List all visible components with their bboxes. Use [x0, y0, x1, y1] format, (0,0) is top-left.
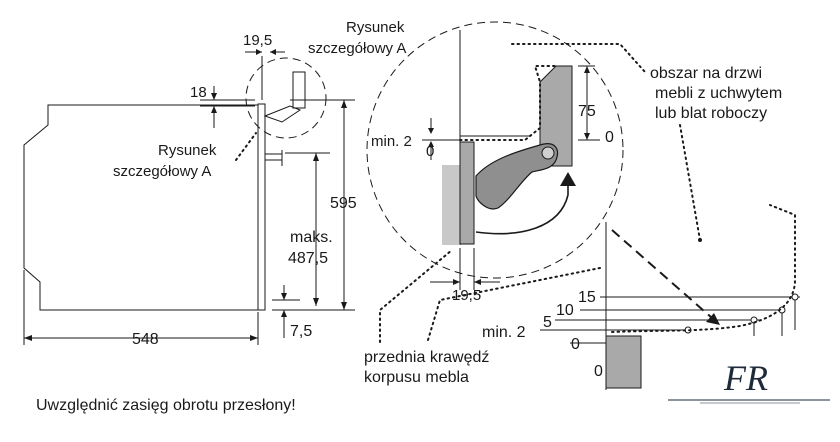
dim-595: 595 [290, 99, 357, 311]
scale-10-label: 10 [556, 302, 574, 319]
dim-19-5-top: 19,5 [243, 32, 285, 100]
oven-side-view [23, 71, 306, 311]
dim-0-right-label: 0 [605, 129, 614, 146]
door-area-line2: mebli z uchwytem [655, 85, 782, 102]
dim-548: 548 [23, 270, 259, 348]
dim-18: 18 [190, 84, 255, 128]
front-edge-leader-1 [379, 249, 453, 343]
dim-19-5-detail-label: 19,5 [452, 287, 481, 304]
front-edge-leader-2 [427, 267, 601, 341]
dim-595-label: 595 [330, 195, 357, 212]
detail-a-top-line2: szczegółowy A [308, 40, 406, 57]
dim-19-5-top-label: 19,5 [243, 32, 272, 49]
rotation-note: Uwzględnić zasięg obrotu przesłony! [36, 397, 296, 414]
scale-min2-label: min. 2 [482, 324, 526, 341]
scale-0b-label: 0 [594, 363, 603, 380]
detail-a-leader [235, 132, 257, 161]
detail-a-circle-large [366, 21, 624, 279]
dim-548-label: 548 [132, 331, 159, 348]
detail-a-circle-small [245, 57, 327, 139]
detail-a-left-line1: Rysunek [158, 142, 217, 159]
front-edge-line2: korpusu mebla [364, 369, 469, 386]
door-area-leader-bottom [679, 124, 701, 241]
min2-detail-label: min. 2 [371, 133, 412, 150]
logo-text: FR [723, 358, 768, 398]
detail-a-left-line2: szczegółowy A [113, 163, 211, 180]
dim-7-5-label: 7,5 [290, 323, 312, 340]
dim-maks-label: maks. [290, 229, 333, 246]
fr-logo: FR [668, 358, 830, 404]
door-area-line3: lub blat roboczy [655, 105, 767, 122]
dim-18-label: 18 [190, 84, 207, 101]
zero-detail-label: 0 [426, 143, 434, 160]
detail-a-dims: min. 2 0 75 0 19,5 [371, 65, 614, 304]
scale-5-label: 5 [543, 314, 552, 331]
rotation-scale-view: 15 10 5 min. 2 0 0 [482, 204, 800, 390]
scale-15-label: 15 [578, 289, 596, 306]
dim-487-5-label: 487,5 [288, 250, 328, 267]
front-edge-line1: przednia krawędź [364, 349, 489, 366]
scale-0-label: 0 [571, 336, 580, 353]
projection-arrow [611, 229, 713, 319]
dim-7-5: 7,5 [272, 285, 312, 340]
dim-75-label: 75 [578, 103, 596, 120]
dim-487-5: maks. 487,5 [285, 152, 333, 306]
door-area-leader-top [511, 43, 646, 73]
detail-a-hinge [442, 30, 576, 245]
door-area-line1: obszar na drzwi [650, 65, 762, 82]
detail-a-top-line1: Rysunek [346, 19, 405, 36]
